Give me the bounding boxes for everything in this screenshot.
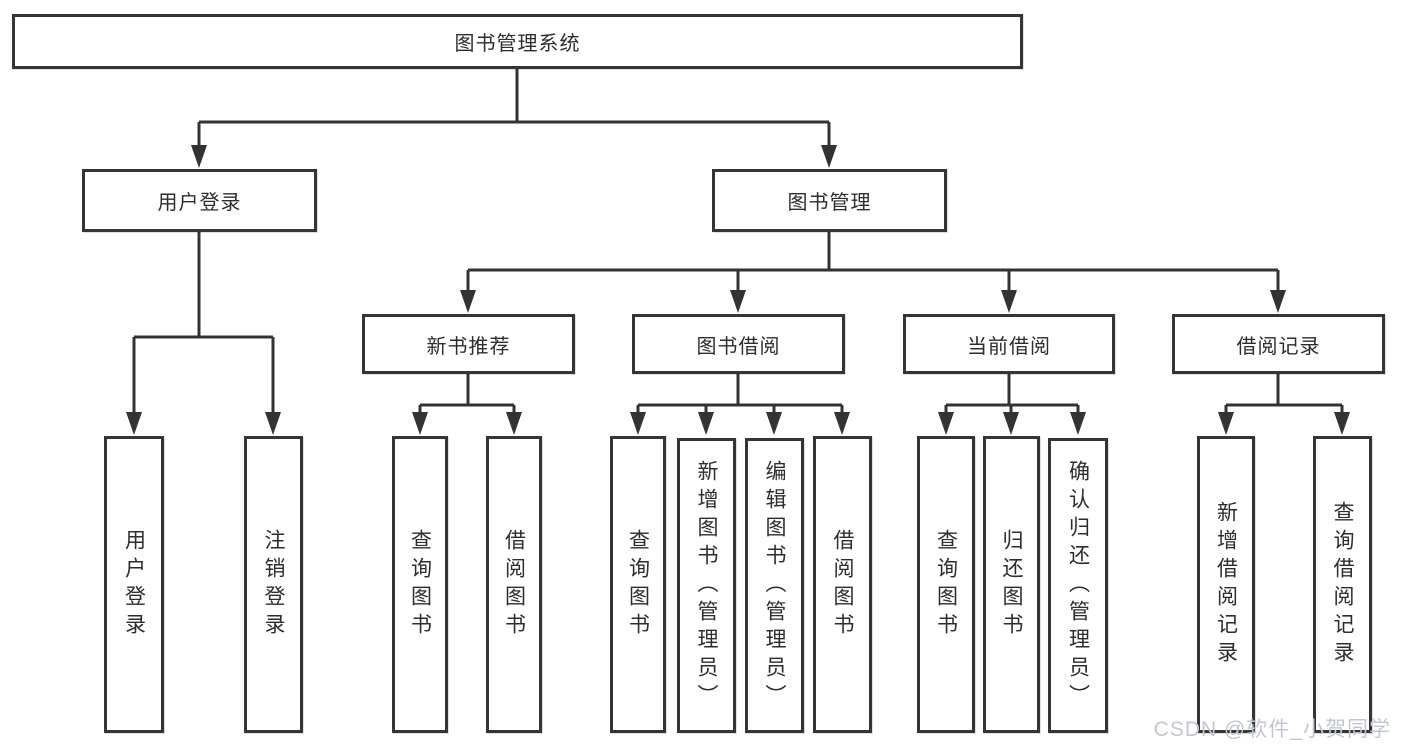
leaf-add-books-admin: 新增图书（管理员） (677, 438, 736, 733)
node-book-borrow: 图书借阅 (632, 314, 845, 374)
node-root-library-system: 图书管理系统 (12, 14, 1023, 69)
arrowheads (126, 145, 1350, 435)
leaf-logout: 注销登录 (244, 436, 303, 733)
leaf-query-books-current: 查询图书 (917, 436, 975, 733)
node-book-management: 图书管理 (712, 169, 947, 232)
leaf-add-borrow-record: 新增借阅记录 (1197, 436, 1255, 733)
node-user-login: 用户登录 (82, 169, 317, 232)
leaf-borrow-books: 借阅图书 (813, 436, 872, 733)
leaf-return-books: 归还图书 (983, 436, 1040, 733)
leaf-query-books-recommend: 查询图书 (392, 436, 448, 733)
leaf-query-borrow-record: 查询借阅记录 (1313, 436, 1372, 733)
leaf-user-login: 用户登录 (104, 436, 164, 733)
csdn-watermark: CSDN @软件_小贺同学 (1153, 718, 1391, 741)
leaf-confirm-return-admin: 确认归还（管理员） (1048, 438, 1108, 733)
node-current-borrow: 当前借阅 (903, 314, 1115, 374)
leaf-edit-books-admin: 编辑图书（管理员） (745, 438, 804, 733)
leaf-query-books-borrow: 查询图书 (610, 436, 666, 733)
node-borrow-records: 借阅记录 (1172, 314, 1385, 374)
node-new-book-recommend: 新书推荐 (362, 314, 575, 374)
leaf-borrow-books-recommend: 借阅图书 (486, 436, 542, 733)
